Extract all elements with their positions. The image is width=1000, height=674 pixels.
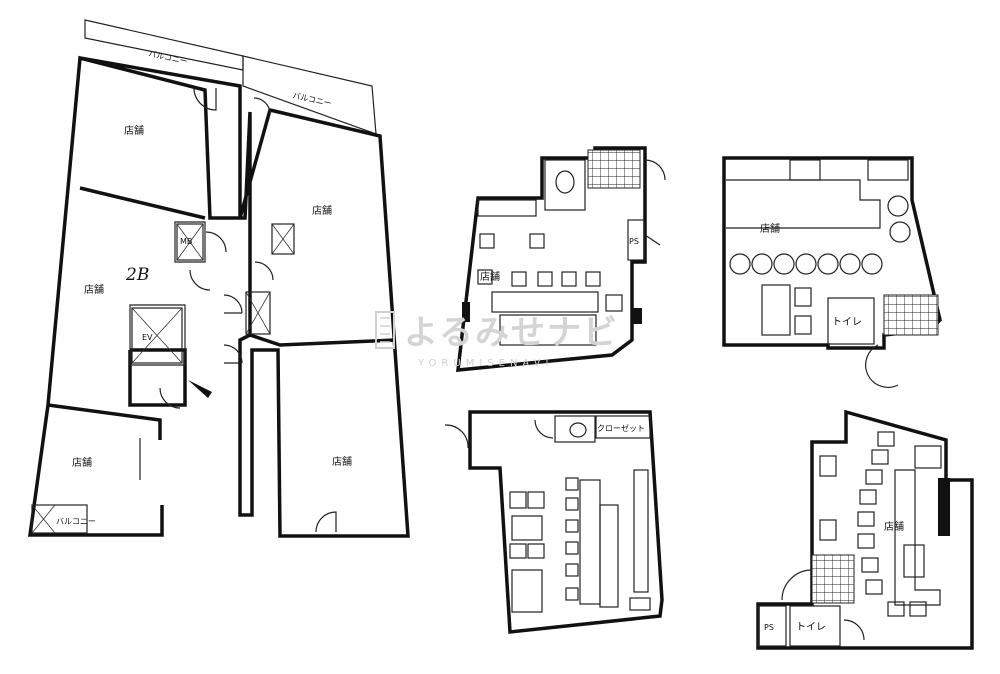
- ev-label: EV: [142, 333, 153, 342]
- watermark-brand: よるみせナビ: [404, 313, 619, 353]
- balcony-label-bottom-left: バルコニー: [56, 517, 96, 526]
- unit-b-store-label: 店舗: [760, 222, 780, 235]
- unit-d-plan: 店舗 PS トイレ: [756, 409, 974, 650]
- unit-c-plan: クローゼット: [444, 410, 664, 634]
- elevator: [131, 307, 183, 364]
- store-label-5: 店舗: [332, 455, 352, 468]
- store-label-3: 店舗: [84, 283, 104, 296]
- store-label-1: 店舗: [124, 124, 144, 137]
- balcony-label-top-left: バルコニー: [148, 49, 189, 66]
- unit-c-closet-label: クローゼット: [597, 423, 645, 433]
- unit-b-plan: 店舗 トイレ: [722, 156, 942, 388]
- unit-a-plan: PS 店舗: [456, 146, 666, 372]
- unit-b-toilet-label: トイレ: [832, 317, 862, 328]
- watermark-building-icon: [375, 311, 395, 349]
- unit-a-ps-label: PS: [629, 237, 639, 246]
- unit-d-store-label: 店舗: [884, 520, 904, 533]
- watermark-sub: YORUMISENAVI: [417, 358, 553, 369]
- meter-box: [176, 223, 204, 261]
- store-label-2: 店舗: [312, 204, 332, 217]
- unit-d-toilet-label: トイレ: [796, 622, 826, 633]
- watermark: よるみせナビ YORUMISENAVI: [375, 311, 619, 369]
- unit-d-ps-label: PS: [764, 623, 774, 632]
- unit-a-store-label: 店舗: [480, 270, 500, 283]
- store-label-4: 店舗: [72, 456, 92, 469]
- floor-marker: 2B: [125, 265, 149, 285]
- main-building-plan: [27, 19, 410, 538]
- outer-wall: [27, 55, 410, 538]
- mb-label: MB: [180, 237, 192, 246]
- entrance-arrow-icon: [188, 380, 212, 398]
